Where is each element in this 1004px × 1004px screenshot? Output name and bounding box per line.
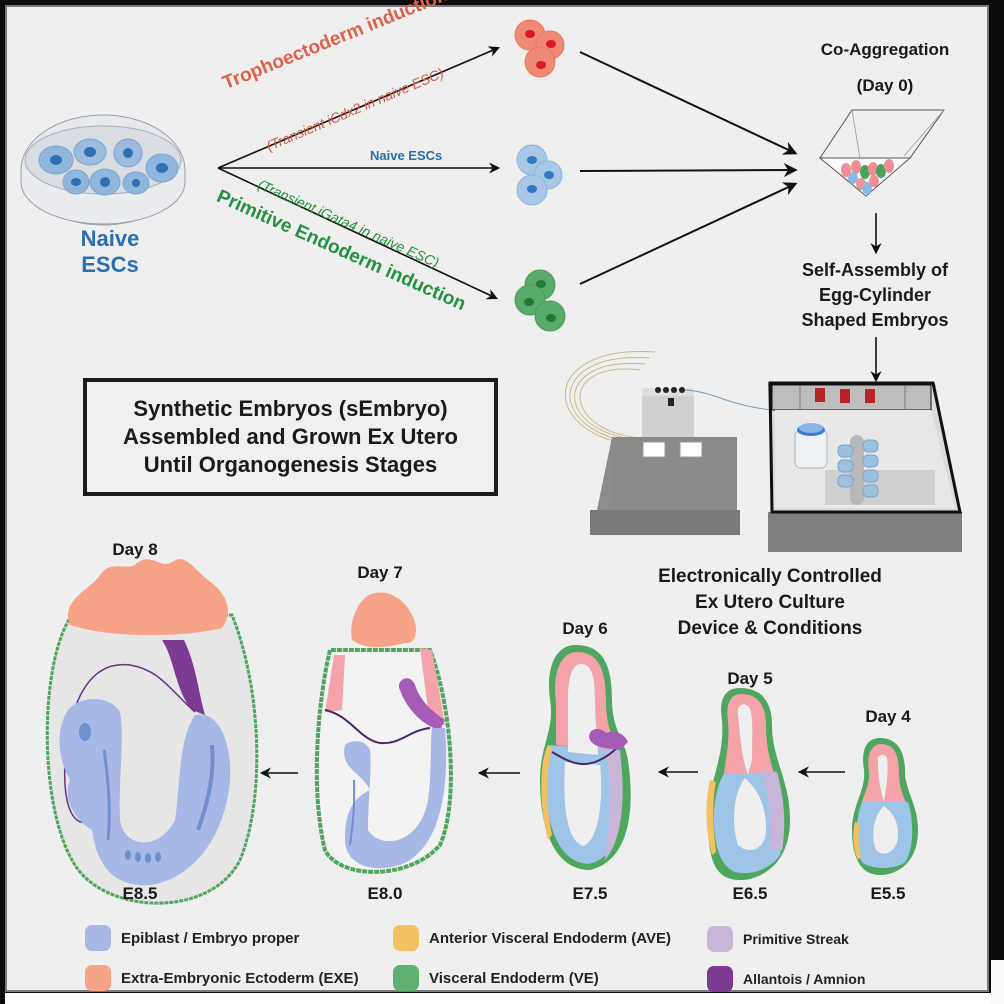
legend-label-allantois: Allantois / Amnion — [743, 971, 866, 987]
aggregation-day: (Day 0) — [856, 76, 914, 95]
device-line1: Electronically Controlled — [658, 566, 882, 587]
converging-arrows — [579, 51, 798, 285]
branch-title-naive: Naive ESCs — [370, 148, 443, 163]
embryo-day5 — [706, 688, 790, 880]
device-line2: Ex Utero Culture — [695, 592, 845, 613]
stage-arrows — [259, 766, 845, 779]
embryo-day7 — [314, 592, 453, 874]
day-label-8: Day 8 — [112, 540, 158, 559]
embryo-day6 — [540, 645, 631, 870]
legend-item-ave: Anterior Visceral Endoderm (AVE) — [393, 925, 671, 951]
legend-item-allantois: Allantois / Amnion — [707, 966, 865, 992]
legend-swatch-epiblast — [85, 925, 111, 951]
legend-item-epiblast: Epiblast / Embryo proper — [85, 925, 299, 951]
gas-controller-icon — [564, 351, 825, 535]
title-line3: Until Organogenesis Stages — [143, 452, 438, 477]
cell-cluster-primitive-endoderm — [514, 269, 566, 332]
embryo-day8 — [45, 559, 259, 905]
source-label-line1: Naive — [80, 226, 140, 251]
title-box: Synthetic Embryos (sEmbryo) Assembled an… — [83, 378, 498, 496]
self-assembly-line2: Egg-Cylinder — [818, 285, 931, 305]
legend-swatch-ve — [393, 965, 419, 991]
title-line2: Assembled and Grown Ex Utero — [123, 424, 458, 449]
device-line3: Device & Conditions — [677, 618, 863, 639]
aggregation-well-icon — [818, 109, 945, 197]
rolling-incubator-icon — [768, 381, 962, 552]
stage-label-e8-5: E8.5 — [122, 884, 158, 903]
legend-label-epiblast: Epiblast / Embryo proper — [121, 929, 300, 947]
dish-cells — [38, 138, 179, 196]
aggregation-title: Co-Aggregation — [820, 40, 950, 59]
self-assembly-line3: Shaped Embryos — [801, 310, 949, 330]
branch-arrows — [217, 46, 501, 300]
day-label-4: Day 4 — [865, 707, 911, 726]
source-label: Naive ESCs — [60, 226, 160, 278]
legend-swatch-ave — [393, 925, 419, 951]
legend-item-ve: Visceral Endoderm (VE) — [393, 965, 599, 991]
self-assembly-label: Self-Assembly of Egg-Cylinder Shaped Emb… — [760, 258, 990, 333]
title-line1: Synthetic Embryos (sEmbryo) — [133, 396, 448, 421]
corner-edge — [991, 960, 1004, 1004]
petri-dish-icon — [20, 114, 186, 226]
self-assembly-line1: Self-Assembly of — [801, 260, 949, 280]
legend-label-ve: Visceral Endoderm (VE) — [429, 969, 599, 987]
legend-label-exe: Extra-Embryonic Ectoderm (EXE) — [121, 969, 359, 987]
legend-item-primitive-streak: Primitive Streak — [707, 926, 849, 952]
legend-swatch-primitive-streak — [707, 926, 733, 952]
device-label: Electronically Controlled Ex Utero Cultu… — [610, 564, 930, 642]
day-label-6: Day 6 — [562, 619, 608, 638]
legend-label-primitive-streak: Primitive Streak — [743, 931, 849, 947]
legend-swatch-exe — [85, 965, 111, 991]
arrow-primitive-endoderm — [217, 167, 499, 300]
bottom-edge — [5, 993, 1004, 1004]
day-label-7: Day 7 — [357, 563, 403, 582]
legend-swatch-allantois — [707, 966, 733, 992]
arrow-trophoectoderm — [217, 46, 501, 169]
stage-label-e8-0: E8.0 — [367, 884, 403, 903]
cell-cluster-trophoectoderm — [514, 19, 565, 78]
day-label-5: Day 5 — [727, 669, 773, 688]
source-label-line2: ESCs — [81, 252, 139, 277]
stage-label-e7-5: E7.5 — [572, 884, 608, 903]
legend-item-exe: Extra-Embryonic Ectoderm (EXE) — [85, 965, 359, 991]
legend-label-ave: Anterior Visceral Endoderm (AVE) — [429, 929, 672, 947]
embryo-day4 — [852, 738, 918, 875]
stage-label-e5-5: E5.5 — [870, 884, 906, 903]
stage-label-e6-5: E6.5 — [732, 884, 768, 903]
cell-cluster-naive — [516, 144, 563, 206]
